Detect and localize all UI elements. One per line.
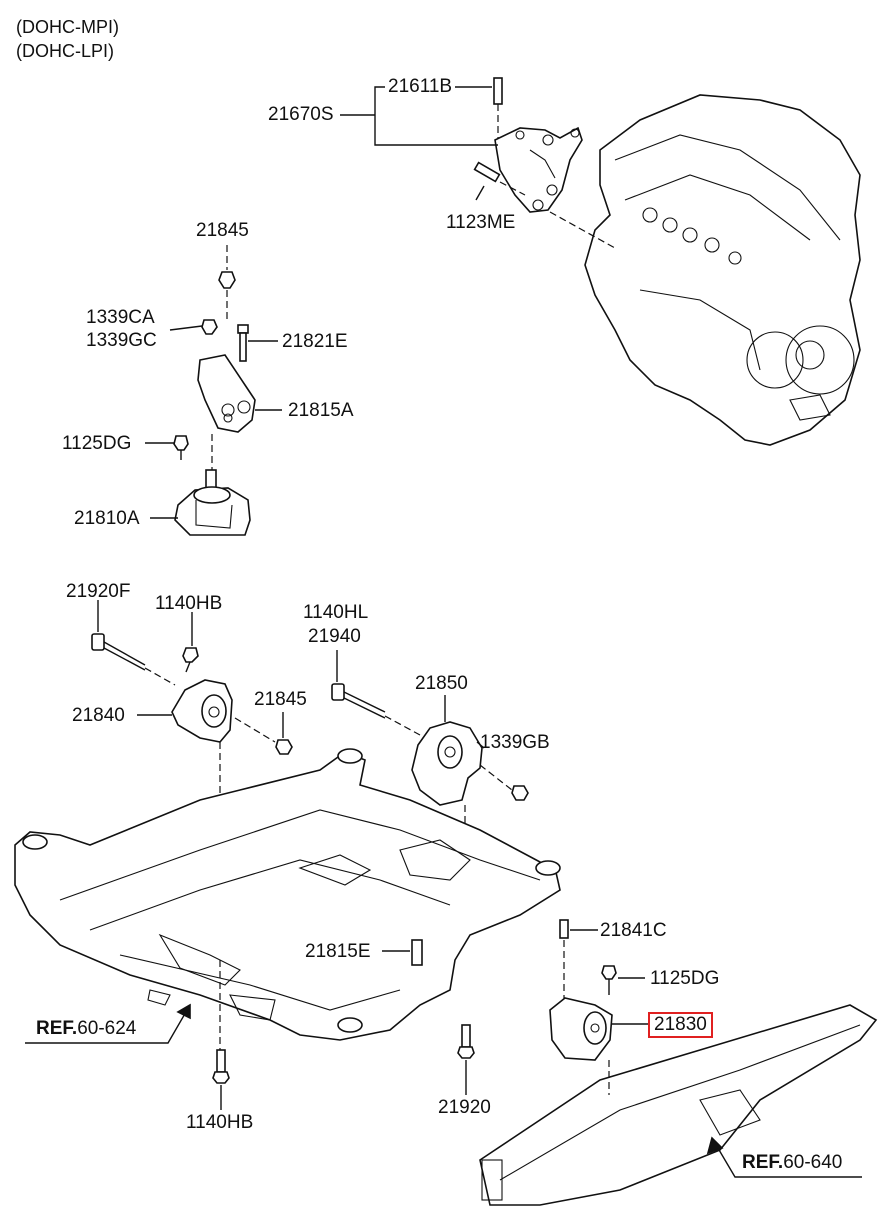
label-1123ME[interactable]: 1123ME — [446, 212, 516, 233]
label-1140HL[interactable]: 1140HL — [303, 602, 369, 623]
ref-link-60-640[interactable]: REF.60-640 — [742, 1153, 842, 1173]
mount-21850 — [331, 683, 529, 940]
label-21841C[interactable]: 21841C — [600, 920, 667, 941]
subframe — [14, 748, 561, 1050]
label-21815A[interactable]: 21815A — [288, 400, 354, 421]
label-21845-mid[interactable]: 21845 — [254, 689, 307, 710]
ref-prefix: REF. — [36, 1018, 78, 1039]
label-1339GC[interactable]: 1339GC — [86, 330, 157, 351]
label-1140HB-top[interactable]: 1140HB — [155, 593, 223, 614]
label-21840[interactable]: 21840 — [72, 705, 125, 726]
label-21920F[interactable]: 21920F — [66, 581, 131, 602]
ref-prefix: REF. — [742, 1152, 784, 1173]
mount-21830 — [549, 919, 617, 1095]
bracket-21670S — [473, 77, 616, 249]
label-21845-top[interactable]: 21845 — [196, 220, 249, 241]
leader-lines — [25, 86, 862, 1178]
label-21810A[interactable]: 21810A — [74, 508, 140, 529]
label-1339CA[interactable]: 1339CA — [86, 307, 155, 328]
label-21815E[interactable]: 21815E — [305, 941, 371, 962]
engine-variant-1: (DOHC-MPI) — [16, 17, 119, 37]
label-21940[interactable]: 21940 — [308, 626, 361, 647]
label-21821E[interactable]: 21821E — [282, 331, 348, 352]
label-1339GB[interactable]: 1339GB — [480, 732, 550, 753]
ref-link-60-624[interactable]: REF.60-624 — [36, 1019, 136, 1039]
lower-bolts — [212, 1024, 475, 1084]
label-21830-highlighted[interactable]: 21830 — [648, 1012, 713, 1038]
label-21920[interactable]: 21920 — [438, 1097, 491, 1118]
label-21670S[interactable]: 21670S — [268, 104, 334, 125]
engine-block — [584, 94, 861, 446]
ref-code: 60-624 — [77, 1018, 137, 1039]
label-21611B[interactable]: 21611B — [388, 76, 453, 97]
left-mount-stack — [173, 271, 256, 536]
label-21850[interactable]: 21850 — [415, 673, 468, 694]
ref-code: 60-640 — [783, 1152, 843, 1173]
side-member — [479, 1004, 878, 1206]
label-1125DG-right[interactable]: 1125DG — [650, 968, 720, 989]
engine-variant-2: (DOHC-LPI) — [16, 41, 114, 61]
label-1125DG-left[interactable]: 1125DG — [62, 433, 132, 454]
label-1140HB-bottom[interactable]: 1140HB — [186, 1112, 254, 1133]
